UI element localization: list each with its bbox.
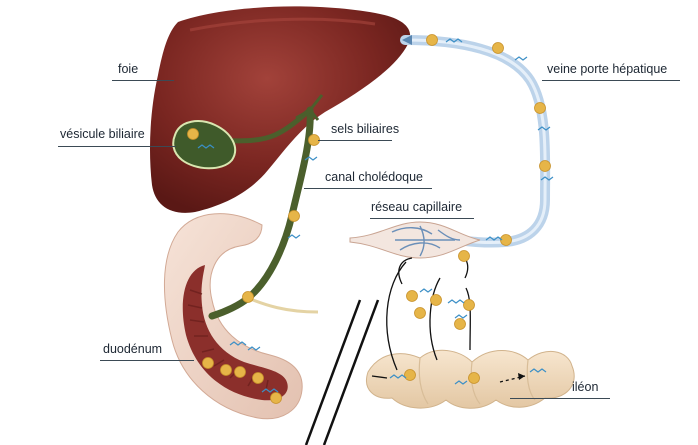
ileon-leader xyxy=(510,398,610,399)
veine-leader xyxy=(542,80,680,81)
label-foie: foie xyxy=(118,62,139,76)
reseau-leader xyxy=(370,218,474,219)
vesicule-leader xyxy=(58,146,176,147)
label-veine-porte-hepatique: veine porte hépatique xyxy=(547,62,668,76)
duodenum-leader xyxy=(100,360,194,361)
label-ileon: iléon xyxy=(572,380,599,394)
label-sels-biliaires: sels biliaires xyxy=(331,122,400,136)
label-canal-choledoque: canal cholédoque xyxy=(325,170,423,184)
bile-salt-dots xyxy=(187,34,551,404)
label-duodenum: duodénum xyxy=(103,342,163,356)
label-reseau-capillaire: réseau capillaire xyxy=(371,200,463,214)
sels-leader xyxy=(318,140,392,141)
bile-duct xyxy=(208,106,314,320)
molecule-icons xyxy=(197,38,554,393)
duodenum xyxy=(163,213,303,420)
canal-leader xyxy=(304,188,432,189)
foie-leader xyxy=(112,80,174,81)
label-vesicule-biliaire: vésicule biliaire xyxy=(60,127,145,141)
